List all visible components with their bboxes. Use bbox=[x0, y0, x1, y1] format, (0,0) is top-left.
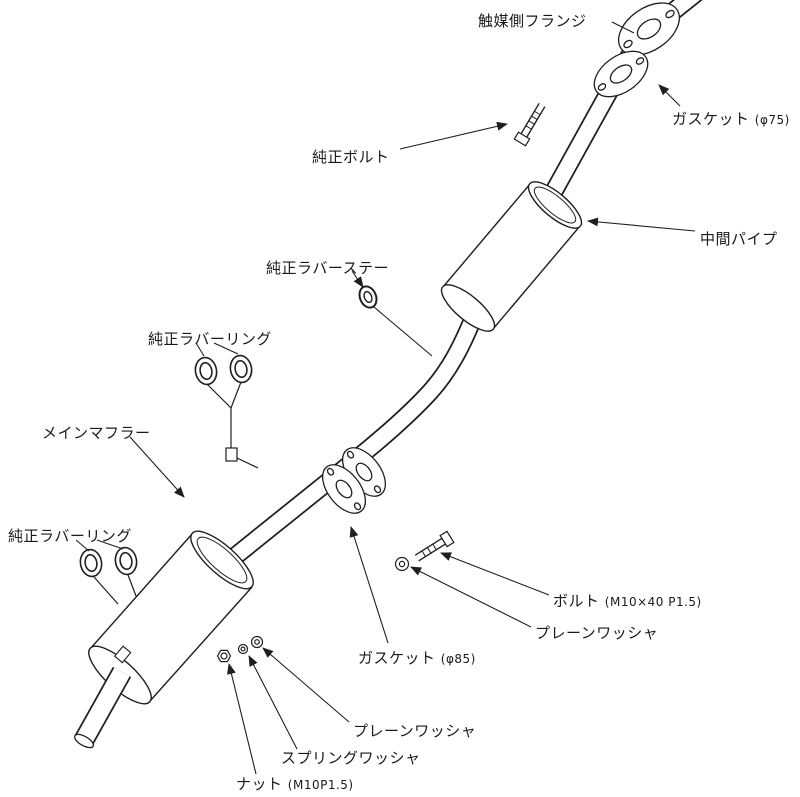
leader-gasket-85 bbox=[349, 526, 389, 644]
leader-ring-lower-2 bbox=[96, 539, 124, 550]
leader-plain-washer-right bbox=[410, 566, 532, 628]
lower-pipe bbox=[222, 302, 487, 570]
catalyst-flange bbox=[618, 2, 680, 56]
label-rubber-ring-lower: 純正ラバーリング bbox=[8, 527, 132, 545]
rubber-ring-upper-pair bbox=[194, 354, 253, 386]
label-nut: ナット (M10P1.5) bbox=[236, 773, 354, 794]
label-gasket-75-name: ガスケット bbox=[672, 110, 750, 128]
leader-oem-bolt bbox=[399, 121, 508, 150]
label-gasket-85-spec: (φ85) bbox=[440, 652, 476, 666]
leader-ring-lower-1 bbox=[75, 539, 90, 552]
label-rubber-stay: 純正ラバーステー bbox=[266, 259, 390, 277]
leader-ring-upper-1 bbox=[195, 342, 205, 357]
spring-washer-part bbox=[237, 643, 249, 655]
label-bolt-m10: ボルト (M10×40 P1.5) bbox=[553, 590, 702, 611]
label-bolt-m10-spec: (M10×40 P1.5) bbox=[604, 595, 702, 609]
plain-washer-bottom-part bbox=[250, 635, 264, 649]
label-nut-spec: (M10P1.5) bbox=[287, 778, 354, 792]
label-nut-name: ナット bbox=[236, 775, 283, 793]
label-bolt-m10-name: ボルト bbox=[553, 592, 600, 610]
label-gasket-75: ガスケット (φ75) bbox=[672, 108, 790, 129]
resonator-body bbox=[443, 184, 580, 329]
gasket-75-part bbox=[593, 50, 649, 98]
leader-ring-upper-2 bbox=[213, 342, 239, 355]
bolt-m10-part bbox=[414, 530, 455, 562]
label-plain-washer-right: プレーンワッシャ bbox=[535, 624, 659, 642]
oem-bolt-part bbox=[513, 102, 546, 147]
label-plain-washer-bottom: プレーンワッシャ bbox=[353, 722, 477, 740]
label-oem-bolt: 純正ボルト bbox=[312, 148, 390, 166]
leader-rubber-stay bbox=[351, 270, 364, 288]
label-gasket-85-name: ガスケット bbox=[358, 649, 436, 667]
muffler-tail-pipe bbox=[73, 666, 132, 749]
leader-nut bbox=[227, 663, 257, 775]
nut-part bbox=[216, 649, 232, 663]
label-gasket-85: ガスケット (φ85) bbox=[358, 647, 476, 668]
mid-pipe-resonator bbox=[440, 181, 583, 332]
label-main-muffler: メインマフラー bbox=[42, 424, 151, 442]
plain-washer-right-part bbox=[394, 556, 410, 572]
muffler-hanger-bracket bbox=[113, 645, 132, 664]
label-rubber-ring-upper: 純正ラバーリング bbox=[148, 330, 272, 348]
rubber-ring-lower-pair bbox=[79, 546, 138, 578]
hanger-rods-lower bbox=[93, 574, 137, 605]
label-spring-washer: スプリングワッシャ bbox=[281, 749, 421, 767]
hanger-rods-upper bbox=[206, 381, 259, 469]
leader-spring-washer bbox=[248, 655, 298, 750]
leader-plain-washer-bottom bbox=[262, 647, 350, 723]
leader-main-muffler bbox=[129, 436, 185, 498]
leader-gasket-75 bbox=[658, 84, 681, 107]
rubber-stay-part bbox=[358, 285, 433, 357]
leader-catalyst-flange bbox=[611, 21, 635, 34]
label-catalyst-flange: 触媒側フランジ bbox=[478, 12, 587, 30]
label-mid-pipe: 中間パイプ bbox=[700, 230, 778, 248]
leader-lines bbox=[75, 21, 696, 775]
leader-mid-pipe bbox=[587, 217, 696, 232]
label-gasket-75-spec: (φ75) bbox=[754, 113, 790, 127]
leader-bolt-m10 bbox=[440, 552, 550, 596]
joint-flanges bbox=[321, 447, 387, 514]
